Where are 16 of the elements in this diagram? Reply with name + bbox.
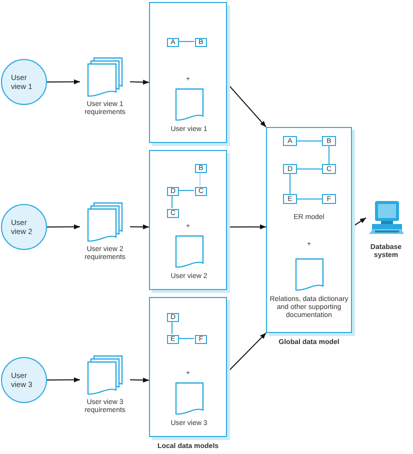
- relationship-line: [296, 140, 322, 142]
- arrow: [46, 79, 80, 84]
- arrow: [130, 378, 150, 383]
- relationship-line: [178, 338, 194, 339]
- relationship-line: [296, 168, 322, 170]
- relationship-line: [178, 41, 194, 42]
- arrow: [130, 224, 150, 230]
- model-panel: [149, 297, 227, 437]
- relationship-line: [328, 146, 330, 164]
- model-panel: [149, 2, 227, 143]
- arrow: [130, 80, 150, 85]
- arrow: [46, 224, 80, 230]
- relationship-line: [178, 190, 194, 191]
- model-panel: [149, 150, 227, 290]
- arrow: [46, 377, 80, 382]
- relationship-line: [296, 198, 322, 200]
